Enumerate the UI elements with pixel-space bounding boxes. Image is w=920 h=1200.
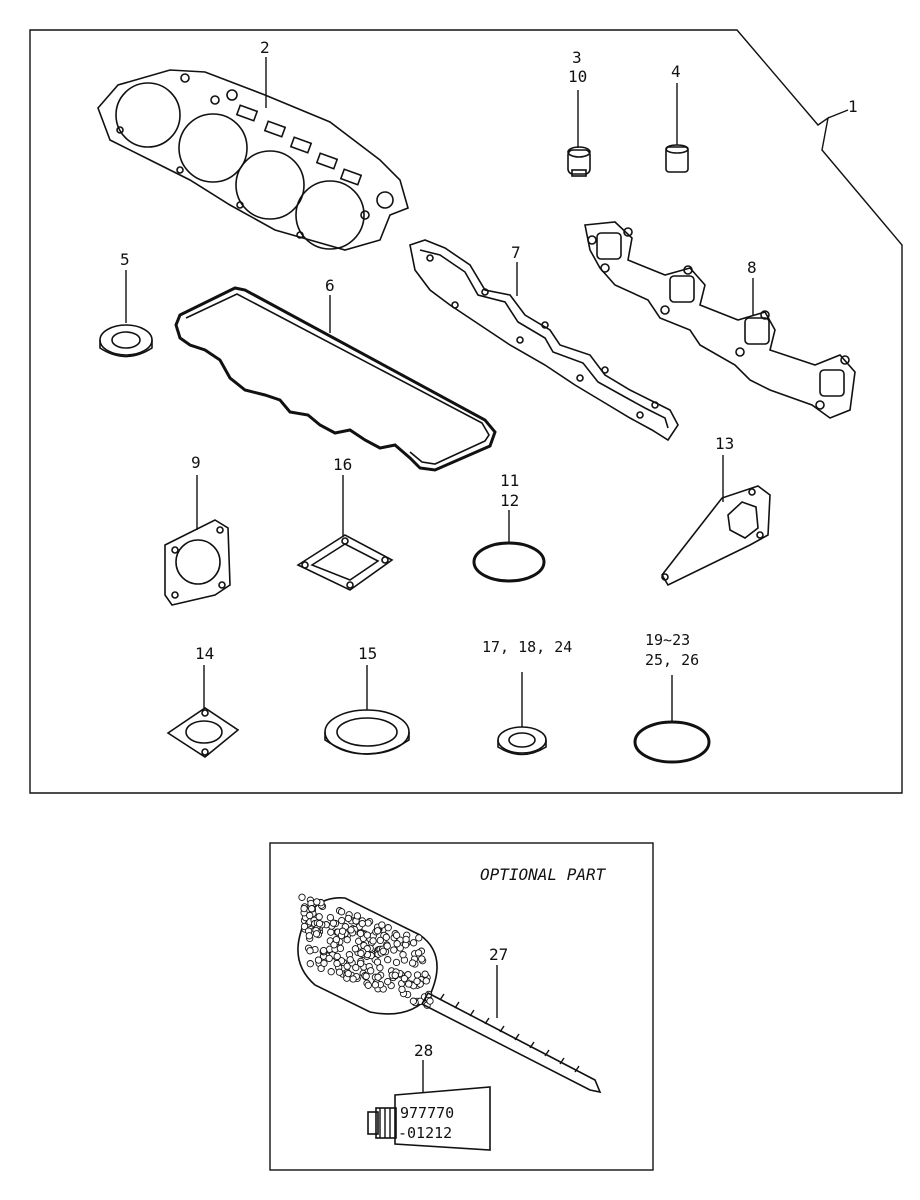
- label-8: 8: [747, 258, 757, 277]
- optional-frame: [269, 842, 654, 1171]
- oval-gasket-14: [166, 707, 240, 758]
- flange-gasket-9: [164, 519, 231, 606]
- label-9: 9: [191, 453, 201, 472]
- tube-text-1: 977770: [400, 1104, 454, 1122]
- label-10: 10: [568, 67, 587, 86]
- label-25-26: 25, 26: [645, 651, 699, 669]
- o-ring-11: [472, 541, 546, 583]
- label-1: 1: [848, 97, 858, 116]
- label-4: 4: [671, 62, 681, 81]
- label-16: 16: [333, 455, 352, 474]
- head-cover-gasket: [174, 286, 497, 472]
- o-ring-19: [633, 720, 711, 764]
- label-11: 11: [500, 471, 519, 490]
- cylinder-head-gasket: [97, 69, 409, 251]
- cover-gasket-13: [661, 485, 771, 587]
- label-2: 2: [260, 38, 270, 57]
- label-17-18-24: 17, 18, 24: [482, 638, 572, 656]
- exhaust-manifold-gasket: [584, 221, 856, 419]
- oil-seal: [99, 324, 153, 358]
- tube-text-2: -01212: [398, 1124, 452, 1142]
- label-28: 28: [414, 1041, 433, 1060]
- hone-brush: [297, 893, 602, 1094]
- kit-frame: [29, 29, 903, 794]
- label-5: 5: [120, 250, 130, 269]
- optional-title: OPTIONAL PART: [480, 865, 607, 884]
- square-gasket-16: [296, 534, 394, 591]
- seal-washer-17: [497, 726, 547, 756]
- bushing: [665, 144, 689, 173]
- label-27: 27: [489, 945, 508, 964]
- label-6: 6: [325, 276, 335, 295]
- label-3: 3: [572, 48, 582, 67]
- intake-manifold-gasket: [409, 239, 679, 442]
- valve-stem-seal: [567, 146, 591, 177]
- label-19-23: 19~23: [645, 631, 690, 649]
- label-14: 14: [195, 644, 214, 663]
- flat-washer-15: [324, 709, 410, 755]
- label-12: 12: [500, 491, 519, 510]
- compound-tube: 977770 -01212: [367, 1086, 491, 1151]
- label-7: 7: [511, 243, 521, 262]
- label-13: 13: [715, 434, 734, 453]
- label-15: 15: [358, 644, 377, 663]
